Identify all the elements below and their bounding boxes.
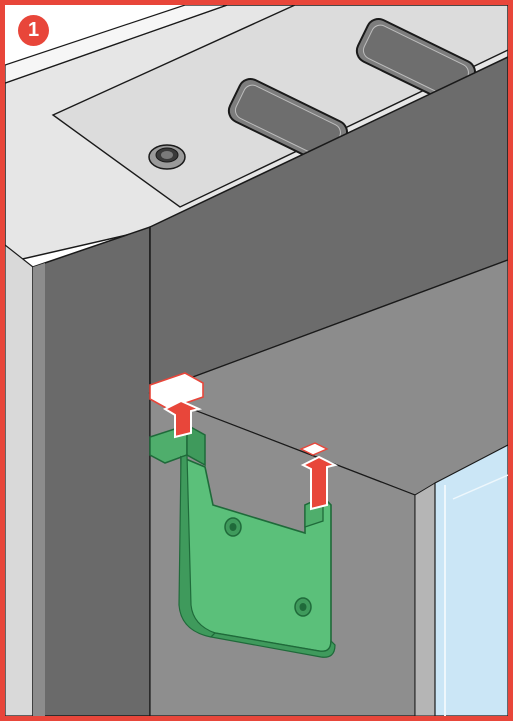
left-pillar-edge — [5, 244, 34, 716]
left-pillar-highlight — [33, 263, 45, 716]
step-number-badge: 1 — [18, 15, 49, 46]
door-frame-edge — [414, 482, 436, 716]
slot-marker-left — [149, 372, 204, 410]
cabinet-illustration — [5, 5, 508, 716]
glass-door — [434, 444, 508, 716]
up-arrow-icon — [162, 399, 203, 439]
glass-reflection-2 — [452, 474, 508, 500]
screw-icon — [148, 144, 186, 170]
up-arrow-icon-right — [300, 455, 338, 511]
slot-marker-right — [299, 442, 329, 456]
front-top-beam — [149, 56, 508, 395]
cabinet-top-lip — [5, 5, 228, 84]
left-pillar-face — [32, 225, 151, 716]
